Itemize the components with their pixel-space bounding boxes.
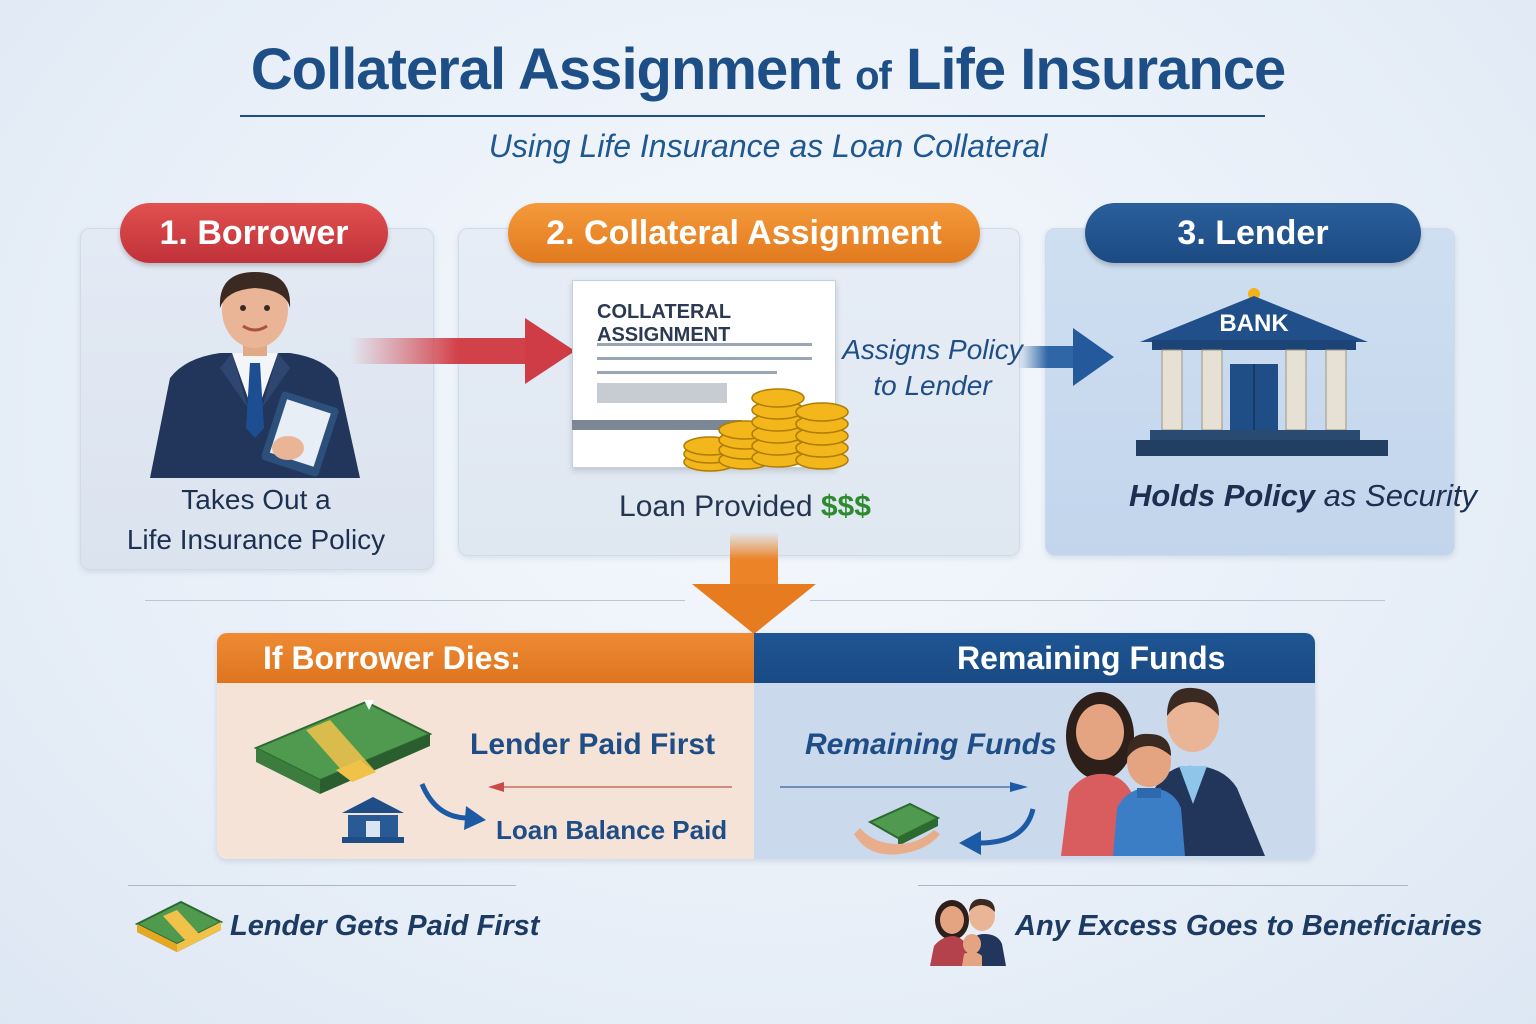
page-subtitle: Using Life Insurance as Loan Collateral: [488, 128, 1048, 164]
assign-note-line1: Assigns Policy: [842, 334, 1023, 365]
borrower-caption-line1: Takes Out a: [181, 484, 331, 515]
divider: [918, 885, 1408, 886]
borrower-caption-line2: Life Insurance Policy: [126, 524, 386, 555]
gold-coins-icon: [683, 388, 849, 472]
cash-stack-icon: [253, 700, 433, 794]
step-assignment-label: 2. Collateral Assignment: [508, 203, 980, 263]
arrow-down-icon: [692, 532, 816, 634]
businessman-clipboard-icon: [150, 272, 360, 478]
step-borrower-label: 1. Borrower: [120, 203, 388, 263]
title-connector: of: [855, 54, 892, 98]
step-lender-label: 3. Lender: [1085, 203, 1421, 263]
cash-stack-icon: [134, 900, 224, 952]
arrow-curve-icon: [419, 783, 486, 830]
lender-paid-first-text: Lender Paid First: [470, 728, 716, 761]
document-title: COLLATERAL ASSIGNMENT: [597, 301, 731, 346]
loan-label: Loan Provided: [619, 490, 813, 523]
lender-caption: Holds Policy as Security: [1045, 478, 1523, 514]
remaining-funds-header: [754, 633, 1315, 683]
footer-right-text: Any Excess Goes to Beneficiaries: [1015, 910, 1483, 942]
lender-caption-rest: as Security: [1323, 478, 1478, 513]
bank-icon: BANK: [1136, 288, 1388, 456]
page-title: Collateral Assignment of Life Insurance: [0, 36, 1536, 103]
title-end: Life Insurance: [906, 37, 1286, 102]
arrow-right-line: [780, 782, 1028, 792]
remaining-funds-title: Remaining Funds: [957, 640, 1226, 676]
arrow-right-icon: [1018, 328, 1114, 386]
arrow-right-icon: [350, 318, 575, 384]
bank-icon: [342, 797, 404, 843]
bank-sign: BANK: [1219, 310, 1289, 337]
divider: [128, 885, 516, 886]
footer-left-text: Lender Gets Paid First: [230, 910, 540, 942]
title-main: Collateral Assignment: [250, 37, 841, 102]
lender-caption-strong: Holds Policy: [1129, 478, 1316, 513]
title-underline: [240, 115, 1265, 117]
hand-money-icon: [854, 802, 941, 855]
loan-balance-paid-text: Loan Balance Paid: [496, 815, 728, 845]
borrower-caption: Takes Out a Life Insurance Policy: [80, 480, 432, 560]
arrow-curve-icon: [959, 808, 1036, 855]
family-icon: [930, 898, 1006, 966]
assign-note: Assigns Policy to Lender: [835, 332, 1030, 404]
divider: [145, 600, 685, 601]
loan-money: $$$: [820, 490, 871, 523]
divider: [810, 600, 1385, 601]
borrower-dies-header: [217, 633, 754, 683]
assign-note-line2: to Lender: [873, 370, 992, 401]
remaining-funds-text: Remaining Funds: [805, 728, 1057, 761]
arrow-left-line: [488, 782, 732, 792]
borrower-dies-title: If Borrower Dies:: [263, 640, 521, 676]
family-icon: [1061, 687, 1265, 856]
loan-provided-text: Loan Provided $$$: [560, 490, 930, 524]
